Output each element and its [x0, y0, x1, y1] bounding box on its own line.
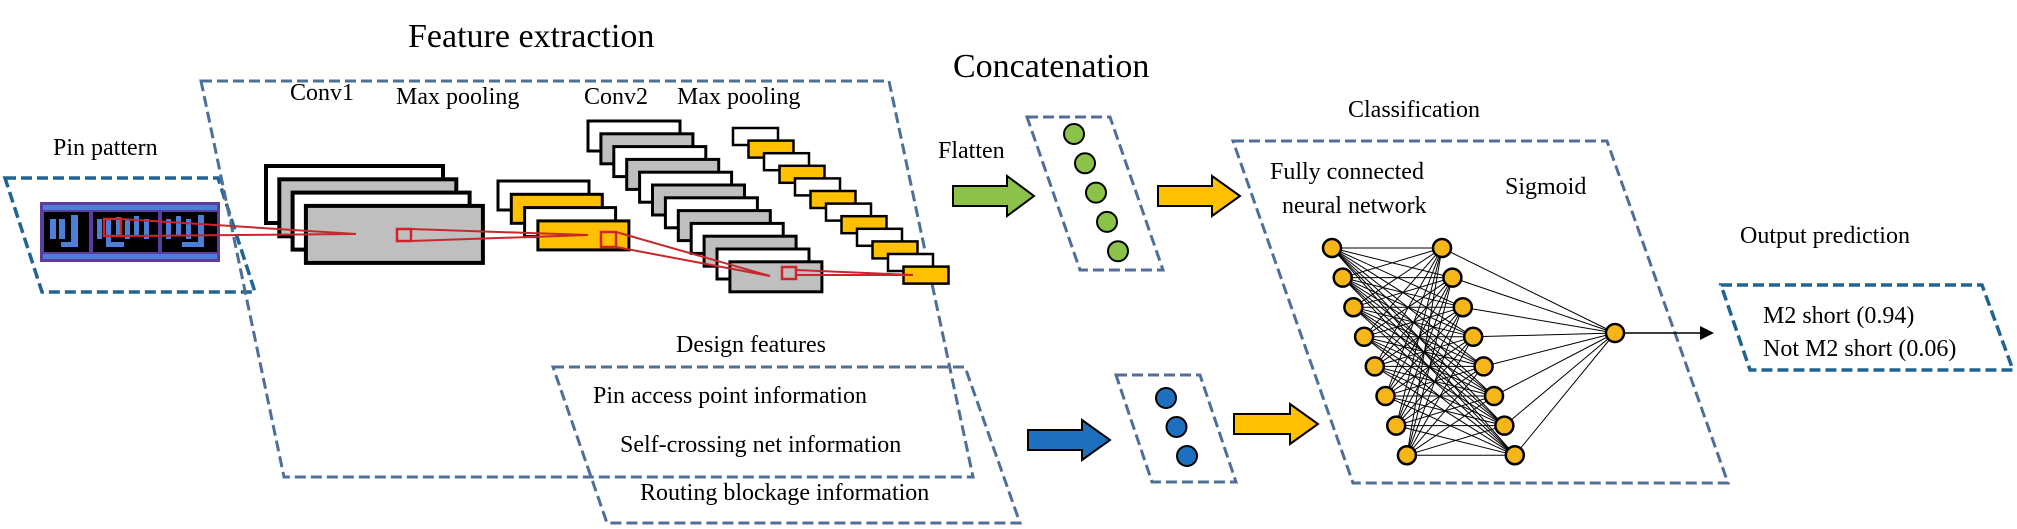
output-prediction-box — [1718, 283, 2016, 372]
fc-output-edge — [1473, 332, 1616, 338]
fc-output-edge — [1504, 332, 1616, 426]
sigmoid-output-node — [1604, 322, 1626, 344]
fc-edge — [1395, 247, 1443, 426]
conv1-label: Conv1 — [290, 80, 354, 106]
flatten-node — [1107, 240, 1129, 263]
design-features-box — [550, 365, 1023, 525]
design-feature-node — [1176, 445, 1198, 467]
conv1-feature-maps — [264, 164, 485, 265]
fc-output-edge — [1483, 332, 1616, 367]
flatten-box — [1024, 115, 1166, 272]
pin-pattern-box — [2, 176, 258, 294]
flatten-node — [1063, 123, 1085, 145]
concatenation-title: Concatenation — [953, 48, 1149, 85]
fc-edge — [1406, 247, 1443, 456]
design-feature-item: Self-crossing net information — [620, 432, 901, 458]
receptive-field-lines — [102, 217, 914, 281]
design-features-arrow — [1027, 418, 1112, 462]
pin-pattern-image — [40, 202, 220, 262]
fc-layer1-node — [1321, 237, 1343, 259]
fc-edge — [1406, 336, 1474, 456]
design-feature-vector-box — [1113, 373, 1239, 484]
sigmoid-label: Sigmoid — [1505, 174, 1586, 200]
fc-layer1-node — [1375, 385, 1396, 407]
fully-connected-label-line1: Fully connected — [1270, 159, 1424, 185]
feature-extraction-box — [199, 79, 975, 479]
fc-edge — [1385, 247, 1443, 397]
flatten-node — [1074, 152, 1096, 175]
fc-edge — [1374, 247, 1443, 367]
conv2-feature-maps — [586, 119, 824, 294]
fc-layer2-node — [1473, 356, 1494, 377]
fc-edge — [1406, 307, 1464, 456]
fc-nodes — [1321, 237, 1626, 466]
design-features-title: Design features — [676, 332, 826, 358]
fc-layer2-node — [1442, 267, 1463, 288]
fc-output-edge — [1514, 332, 1616, 456]
fc-layer1-node — [1332, 267, 1353, 288]
classification-title: Classification — [1348, 97, 1480, 123]
fc-output-edge — [1441, 247, 1616, 334]
flatten-vector — [1063, 123, 1129, 263]
pool1-feature-maps — [496, 179, 631, 252]
conv2-feature-map — [728, 260, 824, 294]
conv1-receptive-field — [395, 227, 413, 243]
fc-edge — [1406, 395, 1495, 456]
fc-output-edge — [1452, 277, 1616, 334]
fc-edge — [1406, 425, 1505, 456]
fc-layer1-node — [1396, 444, 1418, 466]
design-feature-item: Pin access point information — [593, 383, 867, 409]
fc-layer1-node — [1353, 326, 1375, 348]
fc-layer1-node — [1343, 296, 1364, 318]
fc-layer1-node — [1364, 356, 1386, 377]
pin-receptive-field — [102, 217, 123, 238]
max-pooling-1-label: Max pooling — [396, 84, 519, 110]
max-pooling-2-label: Max pooling — [677, 84, 800, 110]
design-feature-item: Routing blockage information — [640, 480, 929, 506]
flatten-label: Flatten — [938, 138, 1005, 164]
classification-box — [1230, 139, 1731, 485]
fc-edge — [1406, 277, 1453, 456]
flatten-arrow — [952, 174, 1036, 218]
fc-layer2-node — [1452, 296, 1474, 318]
conv2-receptive-field — [780, 265, 798, 281]
pool1-receptive-field — [599, 230, 618, 249]
fc-layer2-node — [1494, 415, 1515, 436]
output-prediction-title: Output prediction — [1740, 223, 1910, 249]
fc-edge — [1406, 366, 1484, 456]
output-class-prob: Not M2 short (0.06) — [1763, 336, 1956, 362]
design-feature-node — [1155, 387, 1177, 409]
flatten-to-classification-arrow — [1157, 174, 1242, 218]
output-class-prob: M2 short (0.94) — [1763, 303, 1914, 329]
conv2-label: Conv2 — [584, 84, 648, 110]
design-feature-vector — [1155, 387, 1198, 467]
fc-output-edge — [1493, 332, 1616, 397]
flatten-node — [1096, 210, 1118, 233]
flatten-node — [1085, 181, 1107, 204]
design-feature-node — [1165, 416, 1188, 438]
fc-layer2-node — [1462, 326, 1484, 348]
feature-extraction-title: Feature extraction — [408, 18, 654, 55]
design-to-classification-arrow — [1233, 402, 1320, 446]
output-arrowhead-icon — [1700, 326, 1714, 340]
fc-layer2-node — [1483, 385, 1505, 407]
fc-output-edge — [1462, 306, 1616, 334]
fc-layer2-node — [1431, 237, 1453, 259]
fc-layer2-node — [1504, 444, 1526, 466]
fc-connections — [1331, 247, 1616, 456]
pool2-feature-maps — [731, 126, 950, 285]
fc-edge — [1353, 247, 1443, 308]
fully-connected-label-line2: neural network — [1282, 193, 1427, 219]
fc-edge — [1342, 247, 1443, 279]
fc-layer1-node — [1385, 415, 1407, 436]
pin-pattern-title: Pin pattern — [53, 135, 158, 161]
fc-edge — [1363, 247, 1443, 338]
